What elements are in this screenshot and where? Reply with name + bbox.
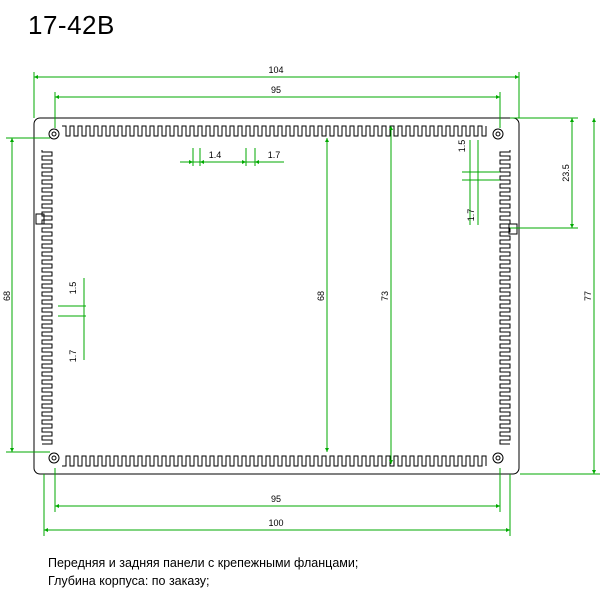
- dim-left-fin-width: 1.7: [68, 350, 78, 363]
- dim-fin-gap: 1.4: [209, 150, 222, 160]
- dimension-labels: 104 95 95 100 1.4 1.7 68 68 73 23.5 77 1…: [2, 65, 593, 528]
- dimension-arrows: [10, 75, 596, 532]
- dim-bottom-inner: 95: [271, 494, 281, 504]
- note-line-1: Передняя и задняя панели с крепежными фл…: [48, 556, 359, 570]
- enclosure-profile: [33, 117, 520, 475]
- dim-right-fin-pitch: 1.5: [457, 140, 467, 153]
- drawing-title: 17-42B: [28, 10, 115, 40]
- drawing-notes: Передняя и задняя панели с крепежными фл…: [48, 554, 358, 590]
- dim-right-fin-width: 1.7: [466, 209, 476, 222]
- dim-bottom-outer: 100: [268, 518, 283, 528]
- dim-left-height: 68: [2, 291, 12, 301]
- note-line-2: Глубина корпуса: по заказу;: [48, 574, 210, 588]
- dim-left-fin-pitch: 1.5: [68, 282, 78, 295]
- dim-center-73: 73: [380, 291, 390, 301]
- dim-right-total: 77: [583, 291, 593, 301]
- dim-center-68: 68: [316, 291, 326, 301]
- dim-top-outer: 104: [268, 65, 283, 75]
- dim-right-partial: 23.5: [561, 164, 571, 182]
- dim-fin-width: 1.7: [268, 150, 281, 160]
- dimension-lines: [6, 72, 600, 536]
- dim-top-inner: 95: [271, 85, 281, 95]
